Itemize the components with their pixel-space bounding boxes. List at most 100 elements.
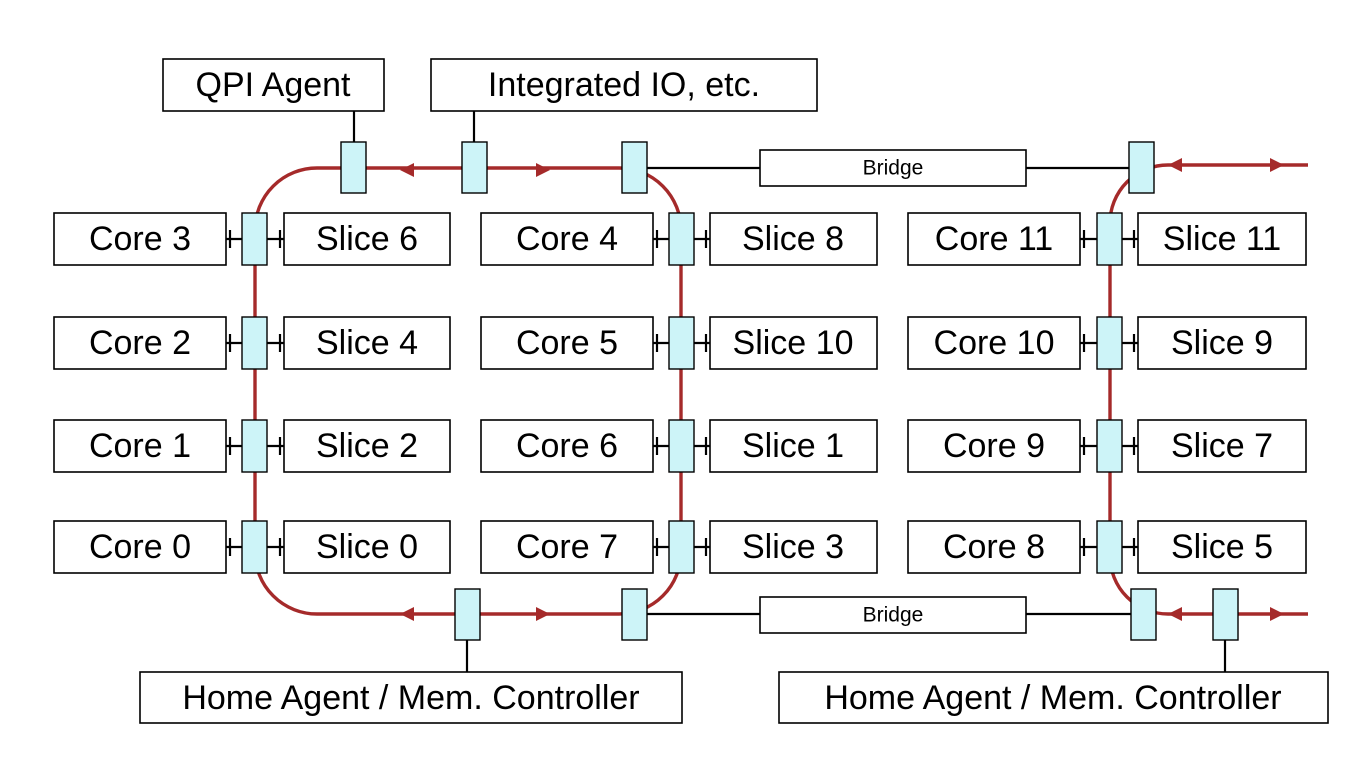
integrated-io-label: Integrated IO, etc. xyxy=(488,66,760,104)
slice-box xyxy=(709,520,878,574)
row-left-1: Core 2 Slice 4 xyxy=(53,316,451,370)
slice-box xyxy=(709,419,878,473)
top-bridge-label: Bridge xyxy=(863,157,924,180)
home-agent-right-label: Home Agent / Mem. Controller xyxy=(824,679,1281,717)
ring-stop-core-2-2 xyxy=(1096,419,1123,473)
row-middle-2: Core 6 Slice 1 xyxy=(480,419,878,473)
slice-label: Slice 9 xyxy=(1171,324,1273,362)
core-label: Core 7 xyxy=(516,528,618,566)
ring-stop-core-0-3 xyxy=(241,520,268,574)
slice-label: Slice 7 xyxy=(1171,427,1273,465)
slice-box xyxy=(283,212,451,266)
arrow-left-icon xyxy=(400,163,414,177)
slice-box xyxy=(1137,520,1307,574)
arrow-left-icon xyxy=(400,607,414,621)
core-label: Core 11 xyxy=(935,220,1053,258)
core-box xyxy=(907,520,1081,574)
slice-box xyxy=(1137,316,1307,370)
core-box xyxy=(480,520,654,574)
slice-label: Slice 2 xyxy=(316,427,418,465)
ring-stop-top-bridge-right xyxy=(1128,141,1155,194)
row-right-3: Core 8 Slice 5 xyxy=(907,520,1307,574)
home-agent-right-box: Home Agent / Mem. Controller xyxy=(778,671,1329,724)
slice-box xyxy=(709,316,878,370)
core-label: Core 5 xyxy=(516,324,618,362)
slice-label: Slice 0 xyxy=(316,528,418,566)
row-middle-0: Core 4 Slice 8 xyxy=(480,212,878,266)
ring-stop-core-1-2 xyxy=(668,419,695,473)
row-left-2: Core 1 Slice 2 xyxy=(53,419,451,473)
core-label: Core 0 xyxy=(89,528,191,566)
ring-stop-core-1-0 xyxy=(668,212,695,266)
ring-stop-core-0-0 xyxy=(241,212,268,266)
bottom-bridge-box: Bridge xyxy=(759,596,1027,634)
qpi-agent-box: QPI Agent xyxy=(162,58,385,112)
slice-label: Slice 8 xyxy=(742,220,844,258)
integrated-io-box: Integrated IO, etc. xyxy=(430,58,818,112)
ring-stop-core-1-1 xyxy=(668,316,695,370)
core-box xyxy=(907,419,1081,473)
slice-box xyxy=(709,212,878,266)
ring-stop-home-agent-right xyxy=(1212,588,1239,641)
slice-label: Slice 10 xyxy=(733,324,854,362)
ring-stop-top-bridge-left xyxy=(621,141,648,194)
arrow-right-icon xyxy=(1270,607,1284,621)
arrow-left-icon xyxy=(1168,158,1182,172)
home-agent-left-box: Home Agent / Mem. Controller xyxy=(139,671,683,724)
ring-stop-home-agent-left xyxy=(454,588,481,641)
slice-box xyxy=(283,520,451,574)
ring-stop-core-2-0 xyxy=(1096,212,1123,266)
core-box xyxy=(907,212,1081,266)
row-right-2: Core 9 Slice 7 xyxy=(907,419,1307,473)
ring-stop-bottom-bridge-left xyxy=(621,588,648,641)
slice-label: Slice 5 xyxy=(1171,528,1273,566)
bottom-bridge-label: Bridge xyxy=(863,604,924,627)
ring-stop-core-1-3 xyxy=(668,520,695,574)
slice-label: Slice 11 xyxy=(1163,220,1281,258)
ring-direction-arrows xyxy=(400,158,1284,621)
core-slice-grid: Core 3 Slice 6 Core 2 Slice 4 Core 1 Sli… xyxy=(53,212,1307,574)
ring-stop-io xyxy=(461,141,488,194)
row-left-0: Core 3 Slice 6 xyxy=(53,212,451,266)
slice-box xyxy=(283,316,451,370)
core-box xyxy=(53,316,227,370)
connector-wires xyxy=(352,111,1227,672)
arrow-right-icon xyxy=(536,163,550,177)
slice-label: Slice 1 xyxy=(742,427,844,465)
arrow-right-icon xyxy=(1270,158,1284,172)
slice-label: Slice 6 xyxy=(316,220,418,258)
core-box xyxy=(53,212,227,266)
row-left-3: Core 0 Slice 0 xyxy=(53,520,451,574)
core-label: Core 1 xyxy=(89,427,191,465)
arrow-left-icon xyxy=(1168,607,1182,621)
slice-box xyxy=(283,419,451,473)
core-box xyxy=(480,212,654,266)
arrow-right-icon xyxy=(536,607,550,621)
ring-stop-core-2-3 xyxy=(1096,520,1123,574)
core-label: Core 3 xyxy=(89,220,191,258)
core-label: Core 10 xyxy=(934,324,1055,362)
qpi-agent-label: QPI Agent xyxy=(196,66,352,104)
core-label: Core 6 xyxy=(516,427,618,465)
slice-box xyxy=(1137,212,1307,266)
core-box xyxy=(53,520,227,574)
row-right-1: Core 10 Slice 9 xyxy=(907,316,1307,370)
row-middle-1: Core 5 Slice 10 xyxy=(480,316,878,370)
core-box xyxy=(53,419,227,473)
ring-stop-qpi xyxy=(340,141,367,194)
core-label: Core 4 xyxy=(516,220,618,258)
ring-stop-bottom-bridge-right xyxy=(1130,588,1157,641)
ring-stop-core-0-1 xyxy=(241,316,268,370)
slice-label: Slice 3 xyxy=(742,528,844,566)
ring-stop-core-2-1 xyxy=(1096,316,1123,370)
slice-label: Slice 4 xyxy=(316,324,418,362)
home-agent-left-label: Home Agent / Mem. Controller xyxy=(182,679,639,717)
top-bridge-box: Bridge xyxy=(759,149,1027,187)
ring-stops xyxy=(241,141,1239,641)
core-label: Core 8 xyxy=(943,528,1045,566)
core-box xyxy=(907,316,1081,370)
row-right-0: Core 11 Slice 11 xyxy=(907,212,1307,266)
core-label: Core 2 xyxy=(89,324,191,362)
slice-box xyxy=(1137,419,1307,473)
